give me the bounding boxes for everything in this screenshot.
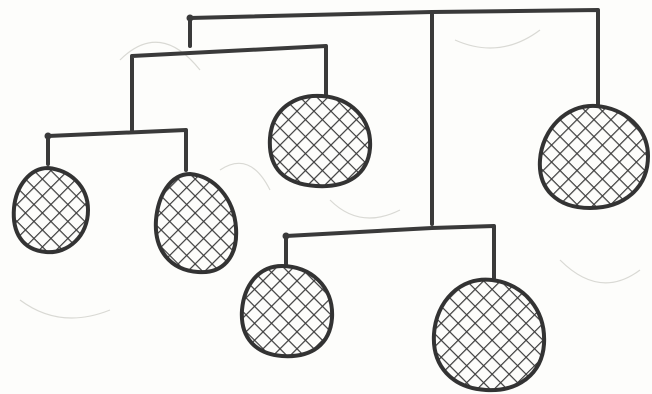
- lower-crossbar: [286, 226, 494, 278]
- mobile-object-lower-right: [434, 280, 544, 391]
- mobile-objects: [14, 96, 648, 390]
- mobile-object-left: [156, 174, 236, 272]
- mobile-object-far-left: [14, 168, 88, 252]
- pivot-lower-left: [45, 133, 52, 140]
- pivot-top-left: [187, 15, 194, 22]
- pivot-lower-crossbar: [283, 233, 290, 240]
- lower-left-crossbar: [48, 130, 186, 170]
- mobile-object-lower-middle: [242, 266, 332, 356]
- mobile-object-right: [540, 106, 648, 208]
- mobile-object-upper-middle: [270, 96, 370, 186]
- top-crossbar: [190, 10, 598, 106]
